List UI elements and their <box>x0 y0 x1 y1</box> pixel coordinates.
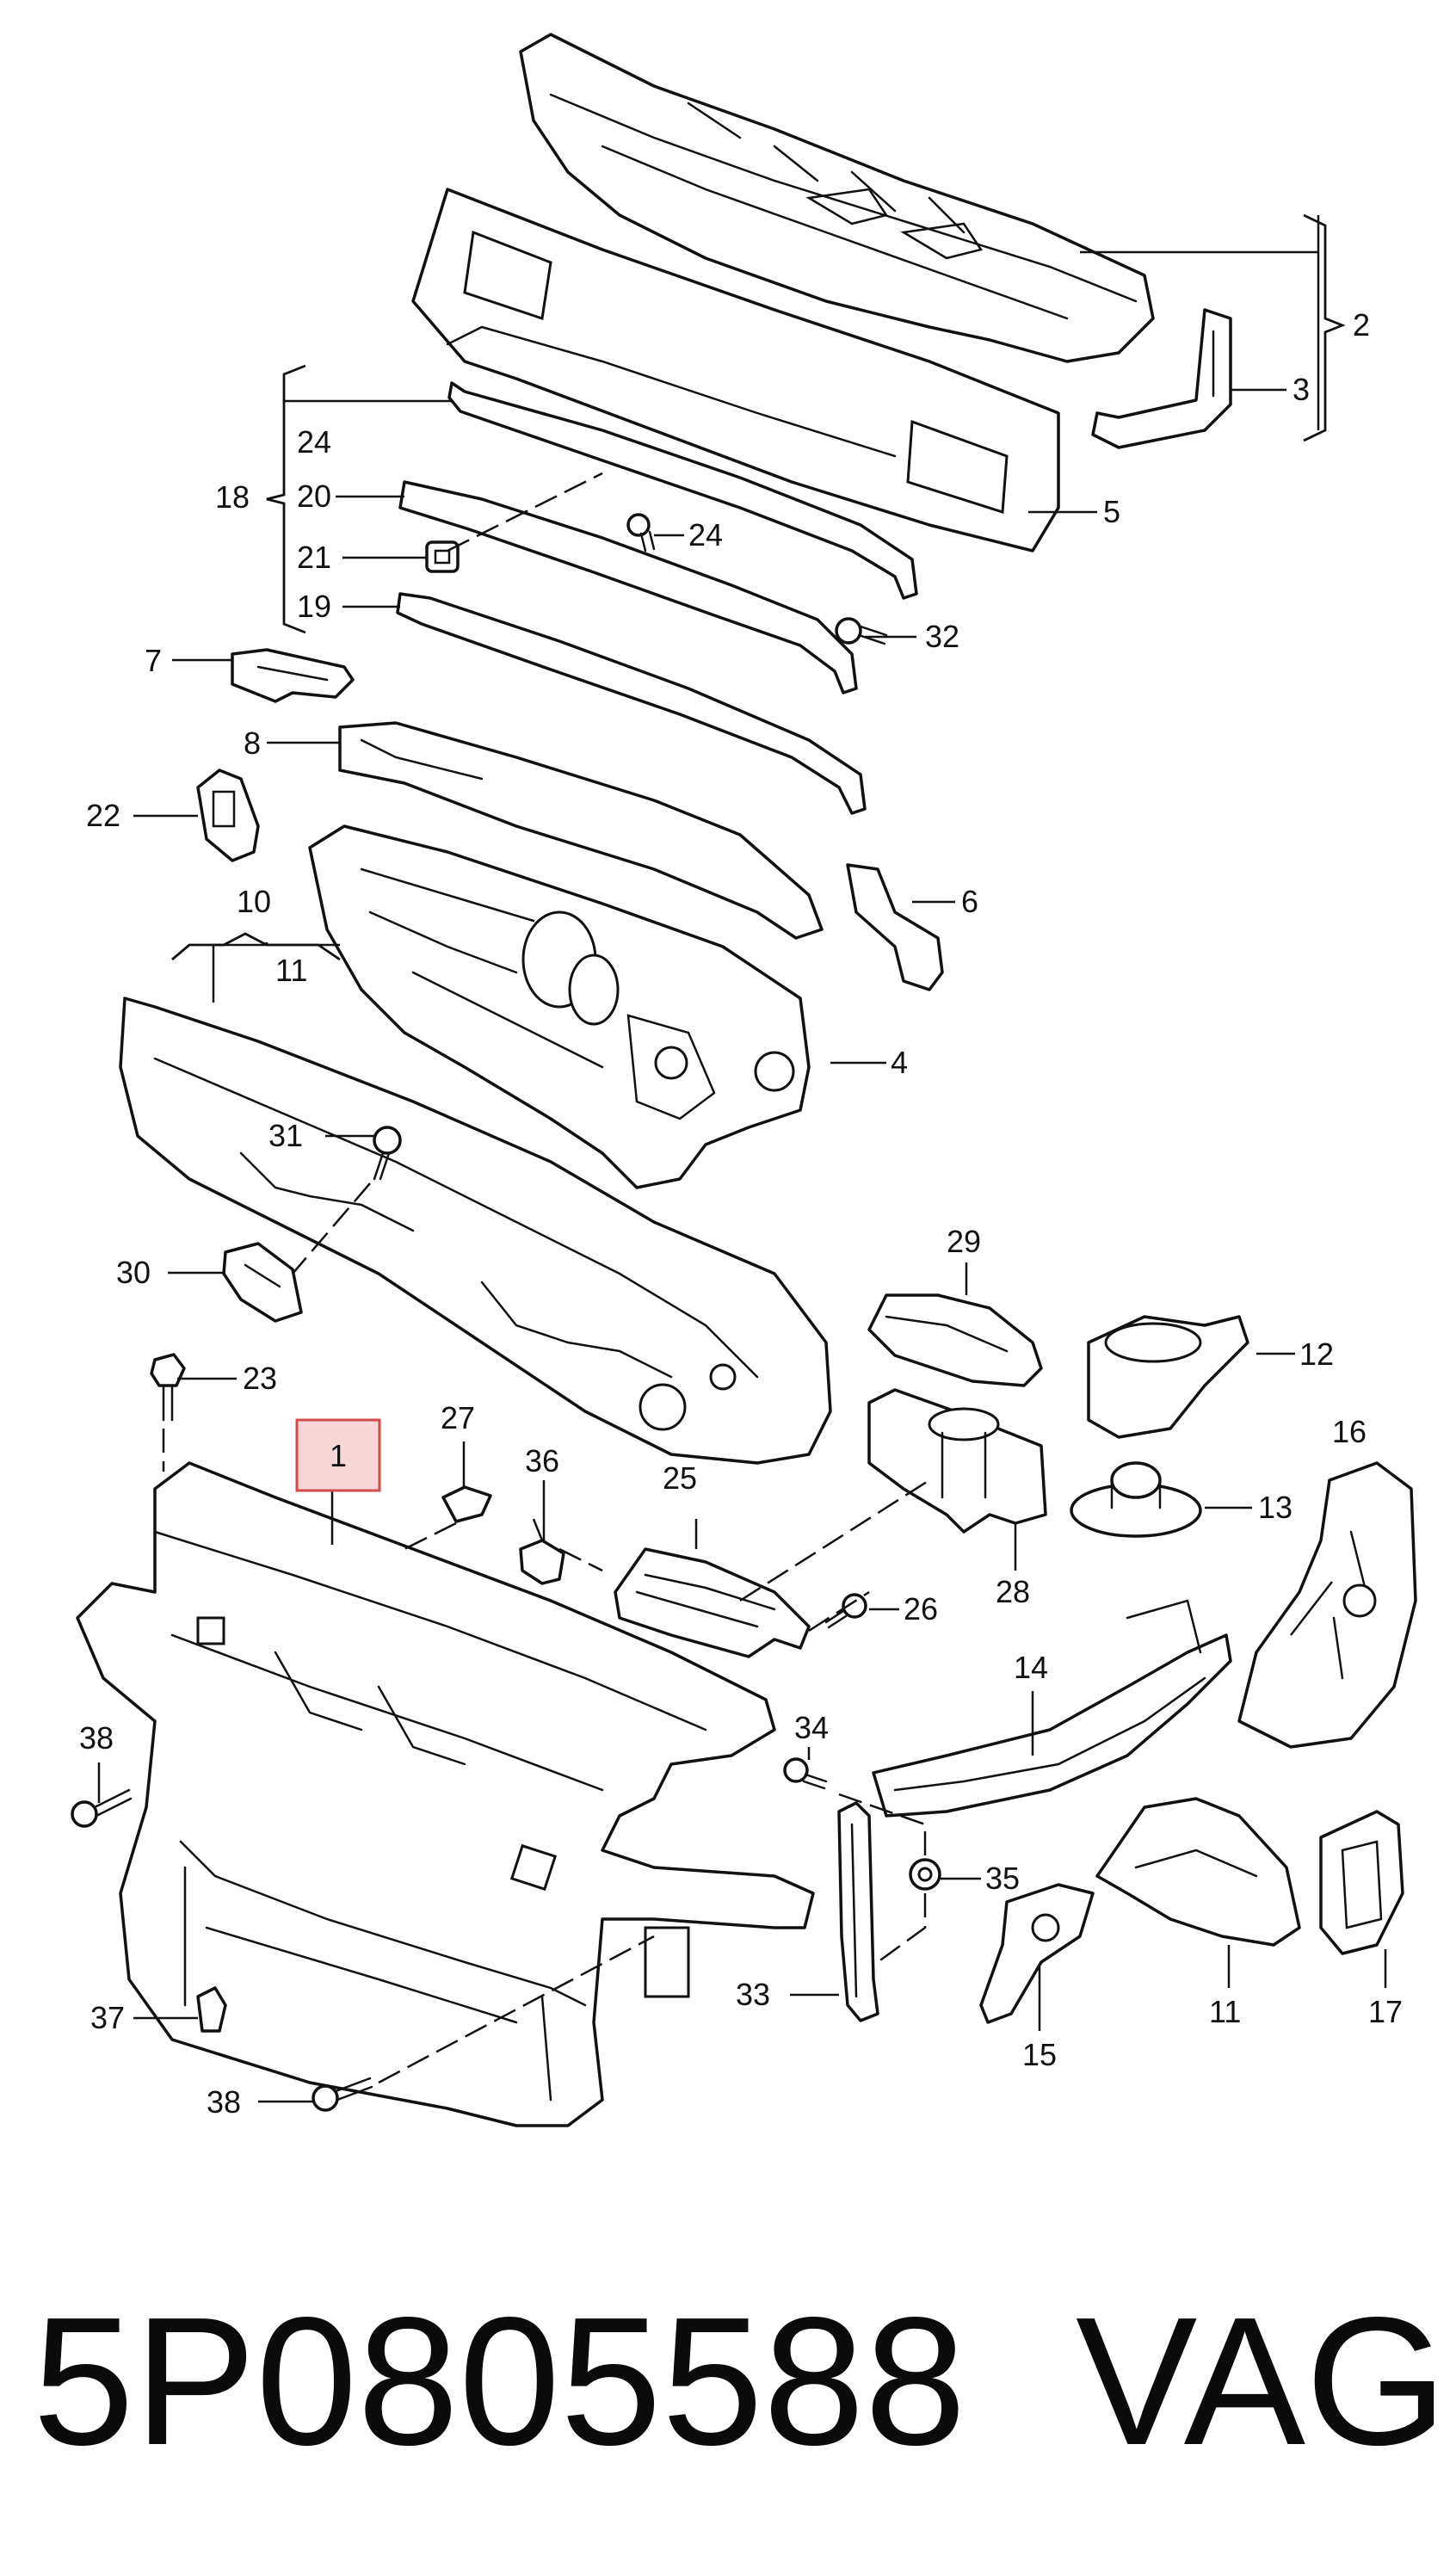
screw-part-34 <box>783 1757 828 1790</box>
callout-19: 19 <box>297 589 331 624</box>
callout-23: 23 <box>243 1361 277 1396</box>
screw-part-31 <box>373 1126 402 1181</box>
screw-part-38-left <box>71 1788 133 1828</box>
air-duct-part-29 <box>867 1293 1043 1387</box>
bump-stop-part-13 <box>1070 1461 1202 1538</box>
panel-part-17 <box>1319 1810 1404 1955</box>
callout-26: 26 <box>904 1591 938 1626</box>
trim-part-7 <box>231 648 355 703</box>
screw-part-38-bottom <box>312 2077 373 2112</box>
callout-2: 2 <box>1353 307 1370 343</box>
callout-29: 29 <box>947 1224 981 1259</box>
longitudinal-member-part-14 <box>872 1599 1232 1818</box>
callout-4: 4 <box>891 1045 908 1080</box>
callout-24-upper: 24 <box>297 424 331 460</box>
air-box-part-28 <box>867 1388 1047 1534</box>
callout-3: 3 <box>1293 372 1310 407</box>
strut-tower-part-12 <box>1087 1315 1249 1439</box>
callout-13: 13 <box>1258 1490 1293 1525</box>
seal-part-20 <box>398 480 858 694</box>
bracket-part-30 <box>222 1242 303 1323</box>
callout-27: 27 <box>441 1400 475 1435</box>
callout-7: 7 <box>145 643 162 678</box>
callout-34: 34 <box>794 1710 829 1745</box>
callout-25: 25 <box>663 1460 697 1496</box>
bracket-part-22 <box>196 768 260 862</box>
callout-22: 22 <box>86 798 120 833</box>
screw-part-24 <box>626 513 656 552</box>
clip-part-37 <box>196 1986 227 2033</box>
callout-11-upper: 11 <box>275 953 307 988</box>
bracket-part-6 <box>846 863 944 991</box>
bulkhead-part-4 <box>308 824 811 1189</box>
callout-37: 37 <box>90 2000 125 2035</box>
plenum-cover-part <box>519 33 1155 363</box>
clip-part-36 <box>519 1539 565 1585</box>
callout-labels: 1 2 3 4 5 6 7 8 10 11 11 12 13 14 15 16 … <box>79 307 1403 2120</box>
screw-part-26 <box>824 1593 867 1629</box>
callout-6: 6 <box>961 884 978 919</box>
callout-21: 21 <box>297 540 331 575</box>
screw-part-32 <box>835 617 888 645</box>
vertical-strut-part-33 <box>837 1801 879 2022</box>
callout-28: 28 <box>996 1574 1030 1609</box>
caption: 5P0805588 VAG <box>33 2279 1447 2483</box>
wheelhouse-part-16 <box>1237 1461 1417 1749</box>
clip-part-21 <box>425 540 460 573</box>
seal-part-24 <box>447 381 918 600</box>
callout-17: 17 <box>1368 1994 1403 2029</box>
callout-33: 33 <box>736 1977 770 2012</box>
callout-1: 1 <box>330 1438 347 1473</box>
callout-31: 31 <box>268 1118 303 1153</box>
clip-part-27 <box>441 1485 492 1523</box>
lock-carrier-part-1 <box>76 1461 815 2127</box>
callout-5: 5 <box>1103 494 1120 529</box>
callout-11-lower: 11 <box>1209 1994 1241 2029</box>
callout-38-bottom: 38 <box>207 2084 241 2120</box>
bracket-part-3 <box>1091 308 1232 449</box>
brand-text: VAG <box>1076 2279 1447 2483</box>
callout-24-lower: 24 <box>688 517 723 552</box>
callout-10: 10 <box>237 884 271 919</box>
rail-part-8 <box>338 721 824 940</box>
callout-20: 20 <box>297 478 331 514</box>
callout-14: 14 <box>1014 1650 1048 1685</box>
callout-30: 30 <box>116 1255 151 1290</box>
wheelhouse-liner-part-11 <box>1095 1797 1301 1947</box>
callout-12: 12 <box>1299 1336 1334 1372</box>
callout-brackets <box>171 213 1346 961</box>
callout-38-left: 38 <box>79 1720 114 1756</box>
callout-35: 35 <box>985 1861 1020 1896</box>
callout-8: 8 <box>244 725 261 761</box>
scuttle-panel-part <box>411 188 1060 552</box>
seal-part-19 <box>396 592 867 815</box>
nut-part-35 <box>909 1858 941 1891</box>
leader-lines <box>97 215 1387 2103</box>
insulation-mat-part-10 <box>119 997 832 1465</box>
screw-part-23 <box>150 1353 186 1422</box>
callout-18: 18 <box>215 479 250 515</box>
assembly-dash-lines <box>162 472 930 2084</box>
callout-32: 32 <box>925 619 959 654</box>
highlight-box-callout-1 <box>295 1418 381 1492</box>
part-number-text: 5P0805588 <box>33 2279 966 2483</box>
callout-15: 15 <box>1022 2037 1057 2072</box>
bracket-part-15 <box>979 1883 1095 2024</box>
air-guide-part-25 <box>614 1547 811 1658</box>
callout-16: 16 <box>1332 1414 1367 1449</box>
callout-36: 36 <box>525 1443 559 1478</box>
